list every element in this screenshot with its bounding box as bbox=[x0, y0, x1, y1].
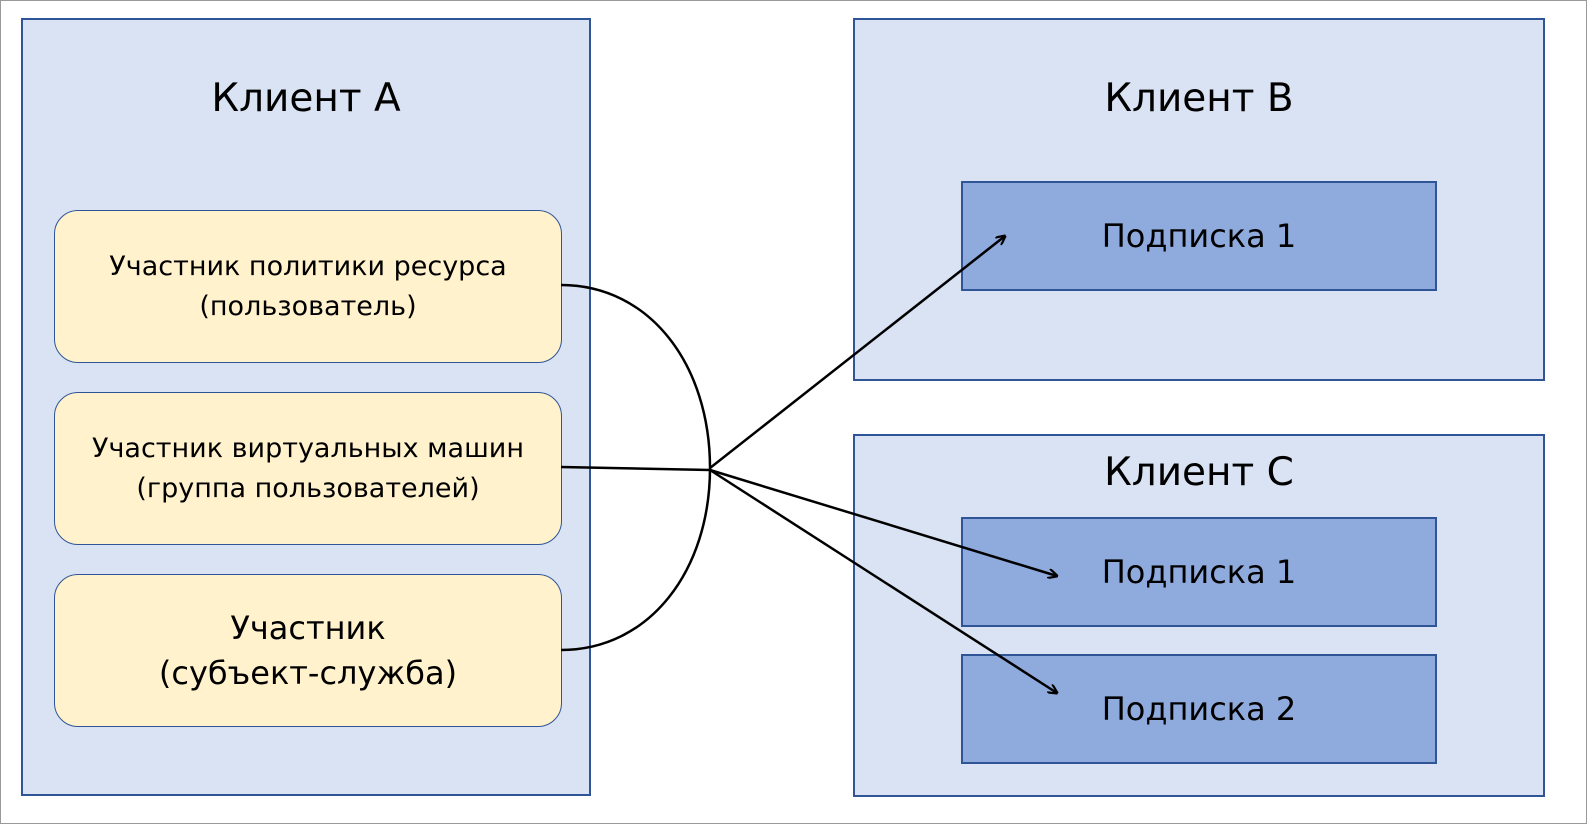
tenant-c-container: Клиент C Подписка 1 Подписка 2 bbox=[853, 434, 1545, 797]
tenant-a-container: Клиент A Участник политики ресурса (поль… bbox=[21, 18, 591, 796]
tenant-c-subscription-2: Подписка 2 bbox=[961, 654, 1437, 764]
role-vm-contributor: Участник виртуальных машин (группа польз… bbox=[54, 392, 562, 545]
role-contributor-principal: (субъект-служба) bbox=[158, 653, 458, 692]
role-resource-policy-contributor-principal: (пользователь) bbox=[199, 290, 417, 322]
role-resource-policy-contributor-name: Участник политики ресурса bbox=[109, 250, 507, 282]
role-vm-contributor-name: Участник виртуальных машин bbox=[92, 432, 524, 464]
tenant-c-subscription-1: Подписка 1 bbox=[961, 517, 1437, 627]
tenant-c-title: Клиент C bbox=[1104, 450, 1294, 495]
role-vm-contributor-principal: (группа пользователей) bbox=[136, 472, 480, 504]
tenant-b-title: Клиент B bbox=[1104, 76, 1294, 121]
tenant-b-subscription-1: Подписка 1 bbox=[961, 181, 1437, 291]
tenant-b-container: Клиент B Подписка 1 bbox=[853, 18, 1545, 381]
role-contributor: Участник (субъект-служба) bbox=[54, 574, 562, 727]
tenant-a-title: Клиент A bbox=[211, 76, 401, 121]
role-resource-policy-contributor: Участник политики ресурса (пользователь) bbox=[54, 210, 562, 363]
role-contributor-name: Участник bbox=[230, 608, 386, 647]
